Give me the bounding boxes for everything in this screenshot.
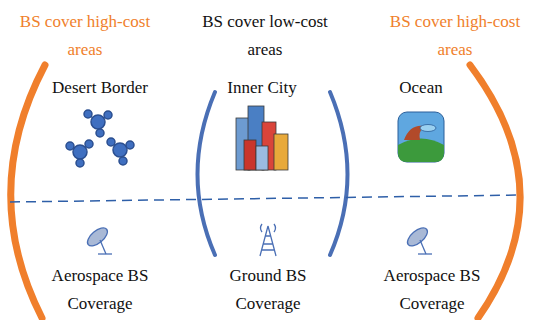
ocean-icon bbox=[398, 112, 444, 162]
divider-line bbox=[10, 195, 522, 202]
area-name: Inner City bbox=[197, 74, 327, 102]
outer-bracket bbox=[11, 65, 45, 318]
city-icon bbox=[236, 106, 288, 170]
region-heading: BS cover low-cost areas bbox=[195, 8, 335, 64]
region-heading: BS cover high-cost areas bbox=[10, 8, 160, 64]
coverage-label: Aerospace BS Coverage bbox=[372, 262, 492, 318]
dish-icon bbox=[84, 225, 432, 254]
inner-bracket bbox=[330, 92, 348, 255]
inner-bracket bbox=[198, 92, 216, 255]
molecule-icon bbox=[66, 110, 134, 167]
area-name: Desert Border bbox=[35, 74, 165, 102]
area-name: Ocean bbox=[371, 74, 471, 102]
coverage-label: Ground BS Coverage bbox=[213, 262, 323, 318]
coverage-label: Aerospace BS Coverage bbox=[40, 262, 160, 318]
tower-icon bbox=[260, 224, 276, 256]
region-heading: BS cover high-cost areas bbox=[380, 8, 530, 64]
